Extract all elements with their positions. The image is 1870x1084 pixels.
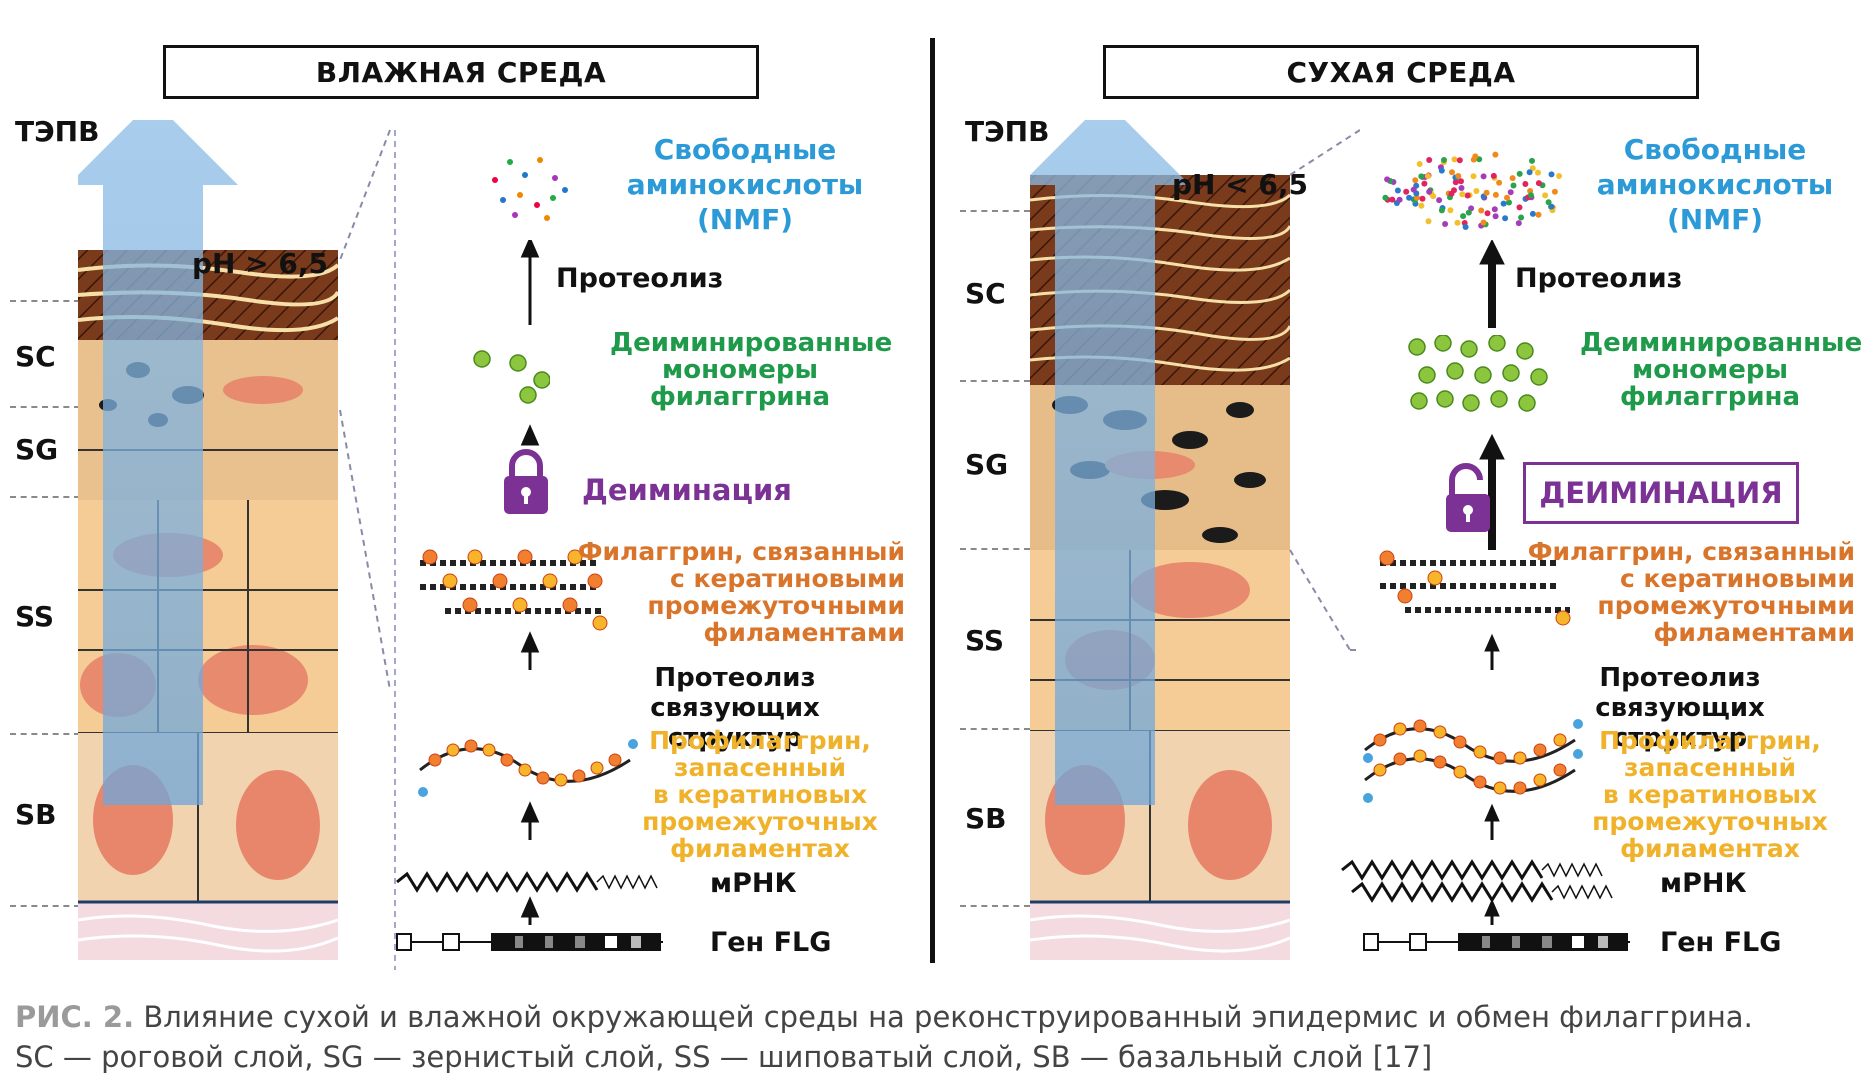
flg-gene-label: Ген FLG — [1660, 927, 1782, 958]
proteolysis-label: Протеолиз — [556, 263, 724, 294]
layer-separator — [960, 380, 1030, 382]
flow-arrows — [520, 240, 540, 925]
monomers-label: Деиминированные мономеры филаггрина — [610, 328, 893, 412]
profilaggrin-label: Профилаггрин, запасенный в кератиновых п… — [642, 726, 878, 863]
layer-label-sb: SB — [15, 798, 57, 831]
dry-panel: СУХАЯ СРЕДА ТЭПВ SC SG SS SB pH < 6,5 — [950, 0, 1870, 990]
layer-label-sg: SG — [965, 448, 1009, 481]
closed-lock-icon — [504, 449, 548, 514]
profilaggrin-strand — [418, 739, 638, 797]
wet-panel-title: ВЛАЖНАЯ СРЕДА — [163, 45, 759, 99]
nmf-label: Свободные аминокислоты (NMF) — [626, 133, 864, 236]
flg-gene-map — [1363, 933, 1630, 951]
layer-label-sb: SB — [965, 802, 1007, 835]
flg-gene-label: Ген FLG — [710, 927, 832, 958]
linker-proteolysis-label: Протеолиз связующих структур — [650, 663, 820, 753]
mrna-strand — [1341, 859, 1613, 903]
layer-label-sc: SC — [965, 277, 1006, 310]
bound-filaggrin-label: Филаггрин, связанный с кератиновыми пром… — [577, 537, 905, 647]
deimination-box: ДЕИМИНАЦИЯ — [1523, 462, 1799, 524]
skin-tissue-illustration — [1030, 120, 1290, 960]
profilaggrin-label: Профилаггрин, запасенный в кератиновых п… — [1592, 726, 1828, 863]
free-amino-acids-dots — [492, 157, 568, 221]
deimination-label: ДЕИМИНАЦИЯ — [1539, 476, 1783, 510]
linker-proteolysis-label: Протеолиз связующих структур — [1595, 663, 1765, 753]
deimination-label: Деиминация — [582, 473, 792, 507]
layer-label-sc: SC — [15, 340, 56, 373]
dry-ph-label: pH < 6,5 — [1172, 168, 1309, 201]
panel-divider — [930, 38, 935, 963]
wet-ph-label: pH > 6,5 — [192, 247, 329, 280]
nmf-label: Свободные аминокислоты (NMF) — [1596, 133, 1834, 236]
caption-line-1: Влияние сухой и влажной окружающей среды… — [143, 1000, 1753, 1034]
figure-number: РИС. 2. — [15, 1000, 135, 1034]
mrna-label: мРНК — [1660, 868, 1747, 899]
filaggrin-keratin-bundle — [420, 549, 608, 631]
layer-separator — [10, 300, 80, 302]
layer-separator — [960, 905, 1030, 907]
layer-separator — [960, 728, 1030, 730]
wet-panel: ВЛАЖНАЯ СРЕДА ТЭПВ SC SG SS SB — [0, 0, 930, 990]
filaggrin-monomers-dots — [1408, 335, 1548, 412]
figure-caption: РИС. 2. Влияние сухой и влажной окружающ… — [15, 997, 1860, 1077]
profilaggrin-strand — [1363, 719, 1583, 803]
bound-filaggrin-label: Филаггрин, связанный с кератиновыми пром… — [1527, 537, 1855, 647]
layer-label-sg: SG — [15, 433, 59, 466]
zoom-connector — [339, 129, 396, 970]
layer-separator — [10, 733, 80, 735]
zoom-connector — [1289, 129, 1360, 651]
skin-tissue-illustration — [78, 120, 338, 960]
flg-gene-map — [396, 933, 663, 951]
proteolysis-label: Протеолиз — [1515, 263, 1683, 294]
filaggrin-monomers-dots — [473, 350, 550, 404]
open-lock-icon — [1446, 463, 1490, 532]
mrna-label: мРНК — [710, 868, 797, 899]
tepv-label: ТЭПВ — [15, 115, 100, 148]
layer-label-ss: SS — [965, 624, 1005, 657]
layer-separator — [10, 905, 80, 907]
up-arrow-icon — [1030, 120, 1190, 805]
filaggrin-keratin-bundle — [1379, 550, 1571, 626]
up-arrow-icon — [78, 120, 238, 805]
dry-panel-title: СУХАЯ СРЕДА — [1103, 45, 1699, 99]
layer-separator — [960, 210, 1030, 212]
caption-line-2: SC — роговой слой, SG — зернистый слой, … — [15, 1040, 1433, 1074]
layer-separator — [10, 406, 80, 408]
mrna-strand — [396, 871, 658, 893]
layer-label-ss: SS — [15, 600, 55, 633]
free-amino-acids-dots — [1382, 151, 1563, 230]
layer-separator — [10, 496, 80, 498]
flow-arrows — [1479, 240, 1505, 925]
layer-separator — [960, 548, 1030, 550]
tepv-label: ТЭПВ — [965, 115, 1050, 148]
monomers-label: Деиминированные мономеры филаггрина — [1580, 328, 1863, 412]
